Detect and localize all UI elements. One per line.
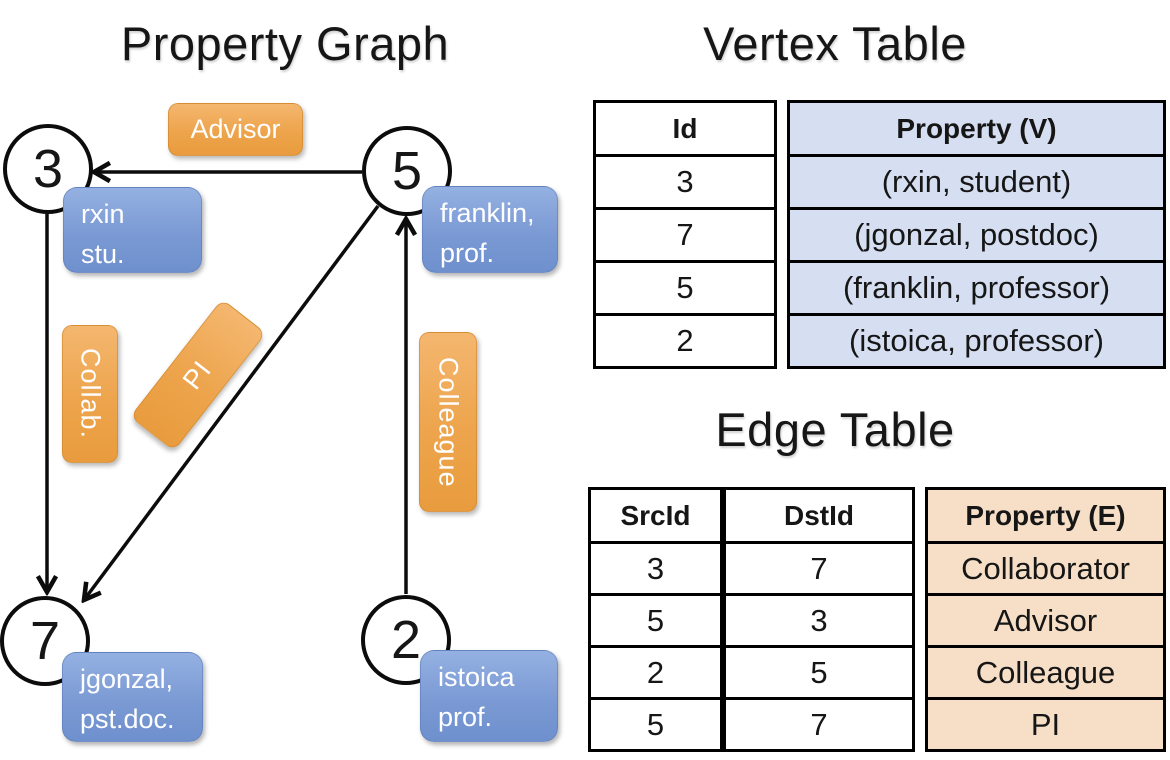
vertex-property-line: prof. (438, 701, 493, 732)
edge-table-header-srcid: SrcId (620, 499, 691, 531)
vertex-table-title: Vertex Table (703, 17, 967, 70)
graph-node-2: 2 (361, 595, 451, 685)
edge-label-colleague: Colleague (419, 332, 477, 512)
vertex-property-line: franklin, (440, 198, 535, 228)
vertex-property-line: prof. (440, 237, 495, 268)
table-cell: 5 (591, 697, 720, 749)
vertex-property-box-2: istoica prof. (420, 650, 558, 742)
edge-table-header-property: Property (E) (928, 490, 1163, 541)
table-cell: PI (928, 697, 1163, 749)
node-id: 7 (29, 611, 61, 671)
edge-table-property-column: Property (E) Collaborator Advisor Collea… (925, 487, 1166, 752)
edge-label-collab: Collab. (62, 325, 118, 463)
table-cell: (jgonzal, postdoc) (790, 207, 1163, 260)
table-cell: 5 (726, 645, 912, 697)
graph-node-5: 5 (362, 126, 452, 216)
vertex-property-line: jgonzal, (80, 664, 174, 694)
table-cell: 7 (596, 207, 774, 260)
node-id: 2 (390, 610, 422, 670)
vertex-table-header-property: Property (V) (790, 103, 1163, 154)
vertex-property-line: stu. (81, 238, 125, 269)
table-cell: 3 (726, 593, 912, 645)
table-cell: 2 (591, 645, 720, 697)
edge-label-text: Collab. (75, 348, 106, 440)
edge-table-title: Edge Table (715, 403, 955, 456)
edge-label-text: Advisor (190, 114, 281, 144)
table-cell: 5 (591, 593, 720, 645)
edge-table-dstid-column: DstId 7 3 5 7 (723, 487, 915, 752)
table-cell: (rxin, student) (790, 154, 1163, 207)
vertex-property-line: rxin (81, 199, 125, 229)
edge-table-srcid-column: SrcId 3 5 2 5 (588, 487, 723, 752)
vertex-property-box-3: rxin stu. (63, 187, 202, 273)
edge-label-text: PI (177, 354, 218, 395)
property-graph-title: Property Graph (120, 17, 450, 70)
node-id: 3 (32, 139, 64, 199)
vertex-table-id-column: Id 3 7 5 2 (593, 100, 777, 369)
vertex-property-box-5: franklin, prof. (422, 186, 558, 273)
table-cell: 7 (726, 541, 912, 593)
edge-label-advisor: Advisor (168, 103, 303, 156)
table-cell: 7 (726, 697, 912, 749)
graph-edges (0, 0, 580, 760)
table-cell: 3 (596, 154, 774, 207)
table-cell: 3 (591, 541, 720, 593)
table-cell: Advisor (928, 593, 1163, 645)
table-cell: (franklin, professor) (790, 260, 1163, 313)
table-cell: 2 (596, 313, 774, 366)
edge-label-text: Colleague (433, 356, 464, 488)
edge-table-header-dstid: DstId (784, 499, 854, 531)
edge-line-pi-5-to-7 (84, 204, 380, 600)
vertex-property-line: pst.doc. (80, 703, 175, 734)
vertex-property-box-7: jgonzal, pst.doc. (62, 652, 203, 742)
table-cell: Collaborator (928, 541, 1163, 593)
node-id: 5 (391, 141, 423, 201)
vertex-table-header-id: Id (672, 112, 698, 144)
vertex-table-property-column: Property (V) (rxin, student) (jgonzal, p… (787, 100, 1166, 369)
vertex-property-line: istoica (438, 662, 515, 692)
table-cell: 5 (596, 260, 774, 313)
table-cell: (istoica, professor) (790, 313, 1163, 366)
table-cell: Colleague (928, 645, 1163, 697)
